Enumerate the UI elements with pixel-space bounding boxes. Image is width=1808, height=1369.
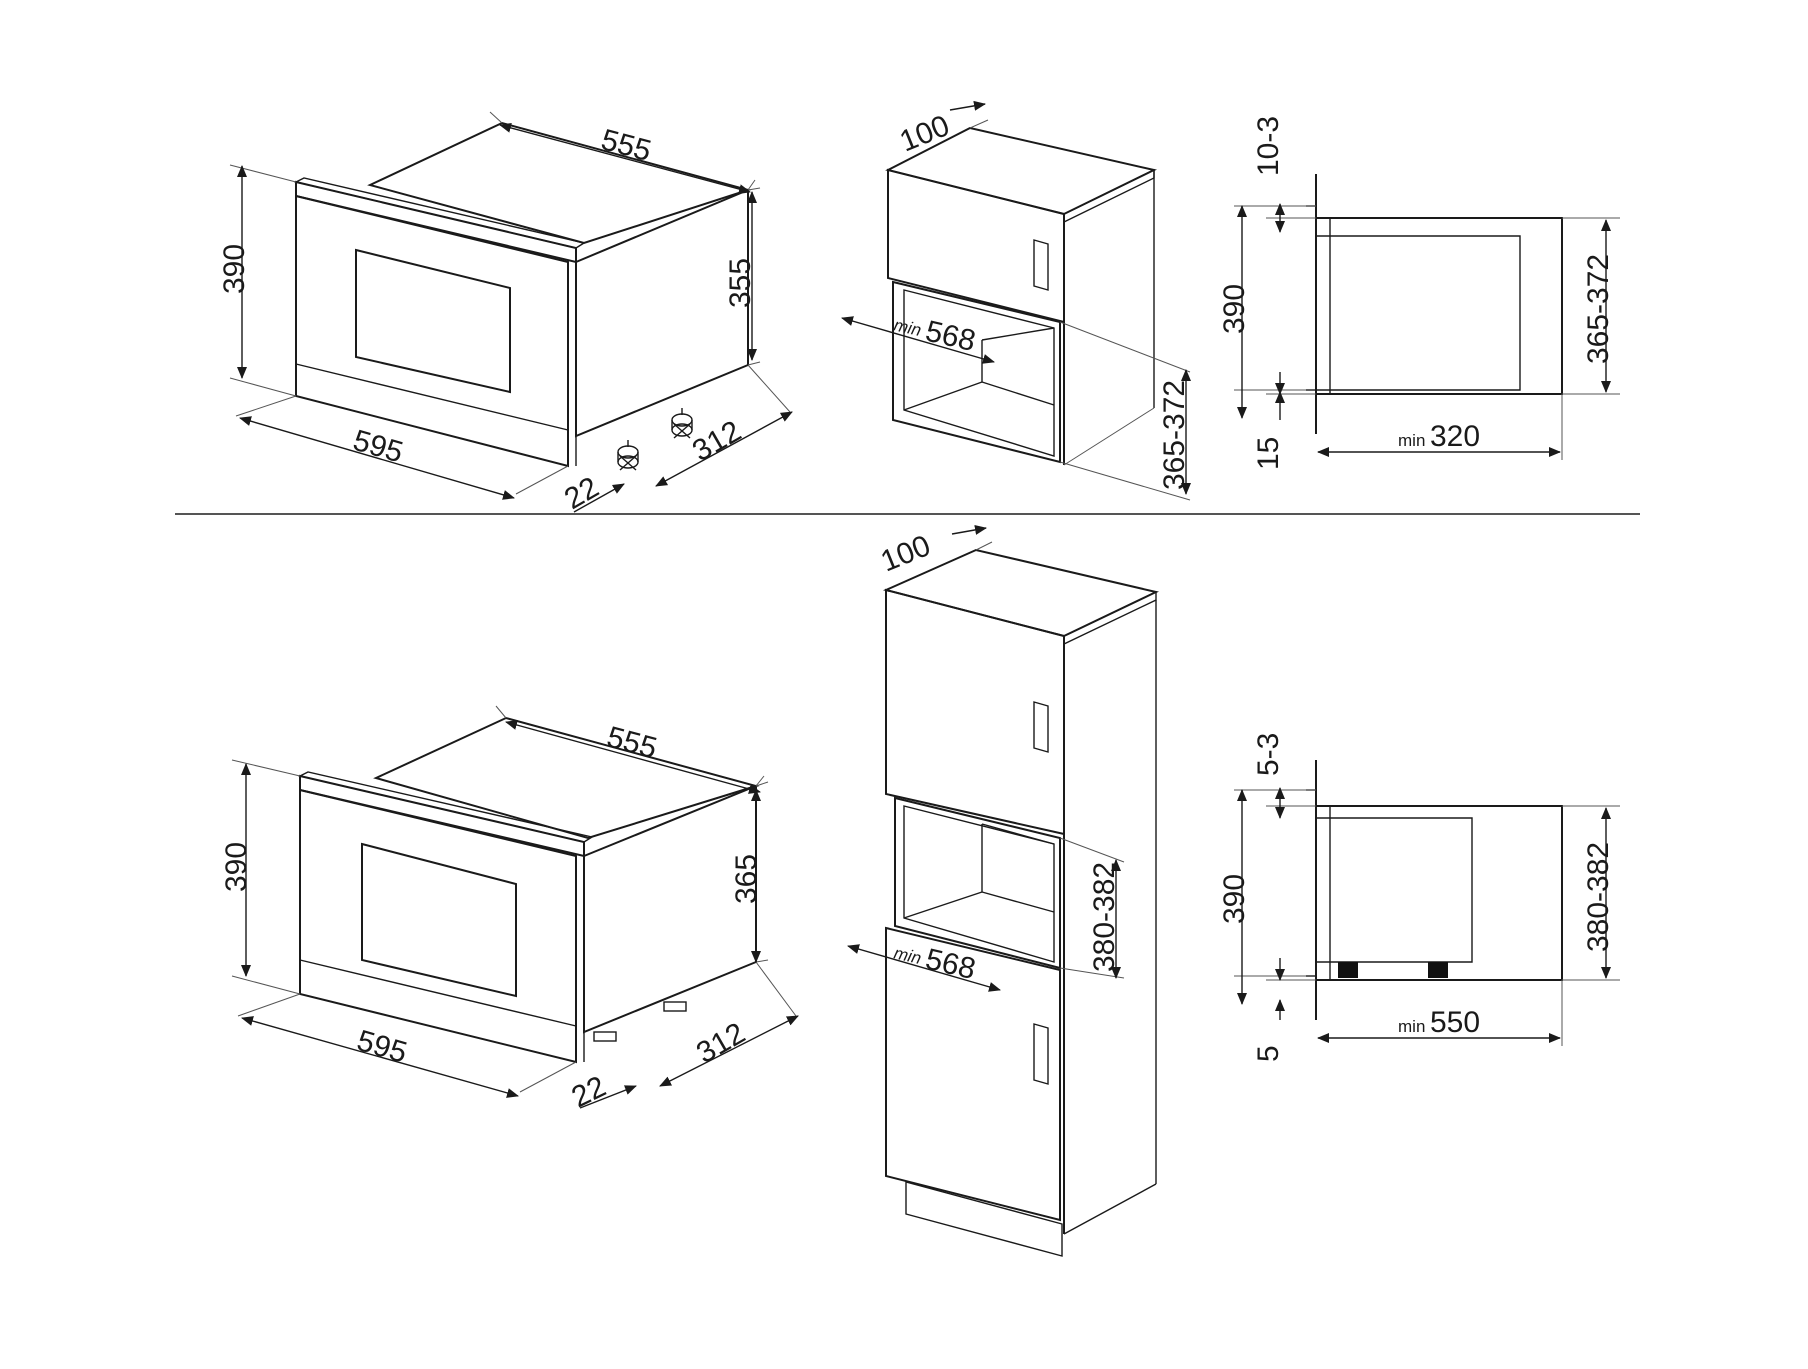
- top-cab-dim-line-min-width: [841, 316, 995, 364]
- top-cabinet-drawing: [885, 119, 1191, 501]
- bottom-side-foot-front: [1338, 962, 1358, 978]
- top-cab-dim-niche-height: 365-372: [1158, 380, 1191, 490]
- bottom-side-dim-height: 390: [1218, 874, 1251, 924]
- bottom-side-dim-min-depth: 550: [1430, 1006, 1480, 1039]
- bottom-dim-front-width: 595: [353, 1024, 410, 1070]
- bottom-side-view: [1234, 760, 1620, 1046]
- bottom-cabinet-drawing: [882, 541, 1160, 1257]
- top-dim-height-total: 390: [218, 244, 251, 294]
- top-side-view: [1234, 174, 1620, 460]
- bottom-dim-height-body: 365: [730, 854, 763, 904]
- bottom-dim-line-front-width: [241, 1016, 519, 1098]
- bottom-dim-front-offset: 22: [567, 1070, 611, 1114]
- bottom-side-min-label: min: [1398, 1017, 1425, 1036]
- top-dim-line-width: [499, 123, 751, 194]
- top-side-dim-gap-top: 10-3: [1252, 116, 1285, 176]
- bottom-dim-height-total: 390: [220, 842, 253, 892]
- top-dim-front-width: 595: [349, 424, 406, 470]
- foot-front: [617, 440, 639, 471]
- top-dim-front-offset: 22: [559, 471, 604, 516]
- top-cab-min-label: min: [892, 315, 923, 340]
- top-side-min-label: min: [1398, 431, 1425, 450]
- top-side-dim-gap-bottom: 15: [1252, 437, 1285, 470]
- bottom-dim-width: 555: [603, 720, 660, 765]
- bottom-dim-line-front-offset: [579, 1085, 637, 1109]
- top-cab-dim-offset: 100: [895, 109, 954, 158]
- top-dim-width: 555: [598, 123, 655, 168]
- bottom-dim-line-width: [505, 720, 761, 794]
- top-side-dim-niche-height: 365-372: [1582, 254, 1615, 364]
- bottom-side-dim-gap-top: 5-3: [1252, 733, 1285, 776]
- top-cab-dim-line-offset: [949, 100, 986, 111]
- bottom-cab-min-label: min: [892, 943, 923, 968]
- bottom-cab-dim-niche-height: 380-382: [1088, 862, 1121, 972]
- bottom-cab-dim-line-min-width: [847, 944, 1001, 992]
- top-dim-height-body: 355: [724, 258, 757, 308]
- bottom-cab-dim-line-offset: [951, 524, 987, 535]
- bottom-side-dim-gap-bottom: 5: [1252, 1045, 1285, 1062]
- top-dim-depth: 312: [687, 414, 747, 468]
- top-dim-line-front-width: [239, 416, 515, 500]
- top-cab-dim-min-width: 568: [922, 315, 978, 358]
- top-dim-line-front-offset: [573, 483, 625, 513]
- top-side-dim-min-depth: 320: [1430, 420, 1480, 453]
- bottom-side-dim-niche-height: 380-382: [1582, 842, 1615, 952]
- top-side-dim-height: 390: [1218, 284, 1251, 334]
- foot-rear: [671, 408, 693, 439]
- bottom-side-foot-rear: [1428, 962, 1448, 978]
- bottom-dim-depth: 312: [691, 1016, 751, 1070]
- top-dim-line-depth: [655, 411, 793, 487]
- bottom-dim-line-depth: [659, 1015, 799, 1087]
